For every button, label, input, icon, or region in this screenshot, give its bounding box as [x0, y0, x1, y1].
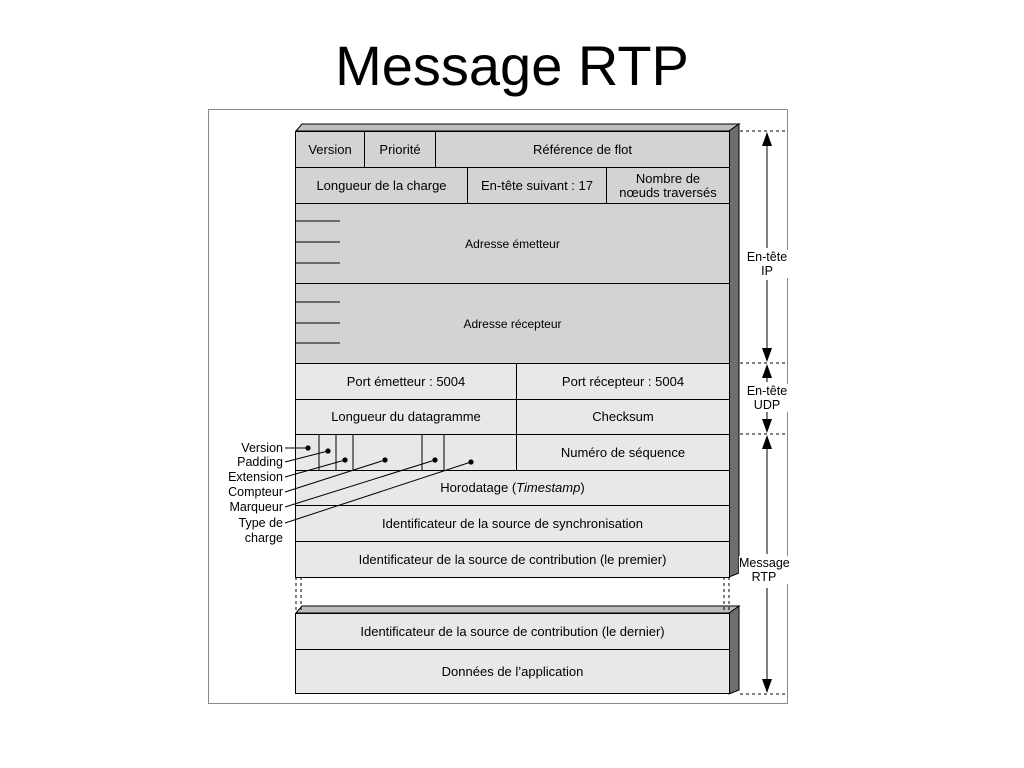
label-marker: Marqueur: [229, 500, 284, 514]
udp-checksum-cell: Checksum: [516, 399, 730, 435]
udp-dest-port-cell: Port récepteur : 5004: [516, 363, 730, 400]
label-extension: Extension: [228, 470, 283, 484]
label-counter: Compteur: [228, 485, 283, 499]
udp-source-port-label: Port émetteur : 5004: [346, 373, 466, 389]
bracket-rtp-label: Message RTP: [739, 556, 790, 584]
rtp-payload-label: Données de l’application: [441, 663, 584, 679]
udp-datagram-length-label: Longueur du datagramme: [331, 409, 481, 424]
label-padding: Padding: [237, 455, 283, 469]
rtp-timestamp-label: Horodatage (Timestamp): [440, 480, 585, 495]
rtp-csrc-first-cell: Identificateur de la source de contribut…: [295, 541, 730, 578]
rtp-payload-cell: Données de l’application: [295, 649, 730, 694]
ip-hop-limit-cell: Nombre de nœuds traversés: [606, 167, 730, 204]
ip-payload-length-label: Longueur de la charge: [316, 177, 447, 193]
udp-source-port-cell: Port émetteur : 5004: [295, 363, 517, 400]
bracket-ip-label: En-tête IP: [745, 250, 789, 278]
rtp-sequence-label: Numéro de séquence: [560, 444, 686, 460]
label-version: Version: [241, 441, 283, 455]
rtp-timestamp-cell: Horodatage (Timestamp): [295, 470, 730, 506]
ip-source-address-cell: Adresse émetteur: [295, 203, 730, 284]
ip-priority-cell: Priorité: [364, 131, 436, 168]
ip-source-address-label: Adresse émetteur: [465, 236, 560, 251]
ip-payload-length-cell: Longueur de la charge: [295, 167, 468, 204]
ip-flow-label-cell: Référence de flot: [435, 131, 730, 168]
ip-version-cell: Version: [295, 131, 365, 168]
ip-next-header-label: En-tête suivant : 17: [480, 177, 593, 193]
rtp-ssrc-cell: Identificateur de la source de synchroni…: [295, 505, 730, 542]
ip-hop-limit-label: Nombre de nœuds traversés: [619, 170, 717, 200]
rtp-ssrc-label: Identificateur de la source de synchroni…: [382, 515, 643, 531]
page-title: Message RTP: [335, 34, 689, 97]
ip-next-header-cell: En-tête suivant : 17: [467, 167, 607, 204]
ip-version-label: Version: [308, 141, 352, 157]
rtp-csrc-last-label: Identificateur de la source de contribut…: [360, 623, 665, 639]
bracket-udp-label: En-tête UDP: [745, 384, 789, 412]
rtp-csrc-first-label: Identificateur de la source de contribut…: [358, 551, 667, 567]
rtp-csrc-last-cell: Identificateur de la source de contribut…: [295, 613, 730, 650]
ip-dest-address-cell: Adresse récepteur: [295, 283, 730, 364]
label-payload-type-line1: Type de: [238, 516, 283, 530]
ip-flow-label: Référence de flot: [532, 141, 632, 157]
rtp-sequence-cell: Numéro de séquence: [516, 434, 730, 471]
udp-checksum-label: Checksum: [592, 409, 654, 424]
udp-dest-port-label: Port récepteur : 5004: [561, 373, 685, 389]
rtp-flags-cell: [295, 434, 517, 471]
ip-priority-label: Priorité: [379, 141, 421, 157]
label-payload-type-line2: charge: [244, 531, 283, 545]
diagram-frame: Version Priorité Référence de flot Longu…: [208, 109, 790, 704]
ip-dest-address-label: Adresse récepteur: [463, 316, 562, 331]
udp-datagram-length-cell: Longueur du datagramme: [295, 399, 517, 435]
